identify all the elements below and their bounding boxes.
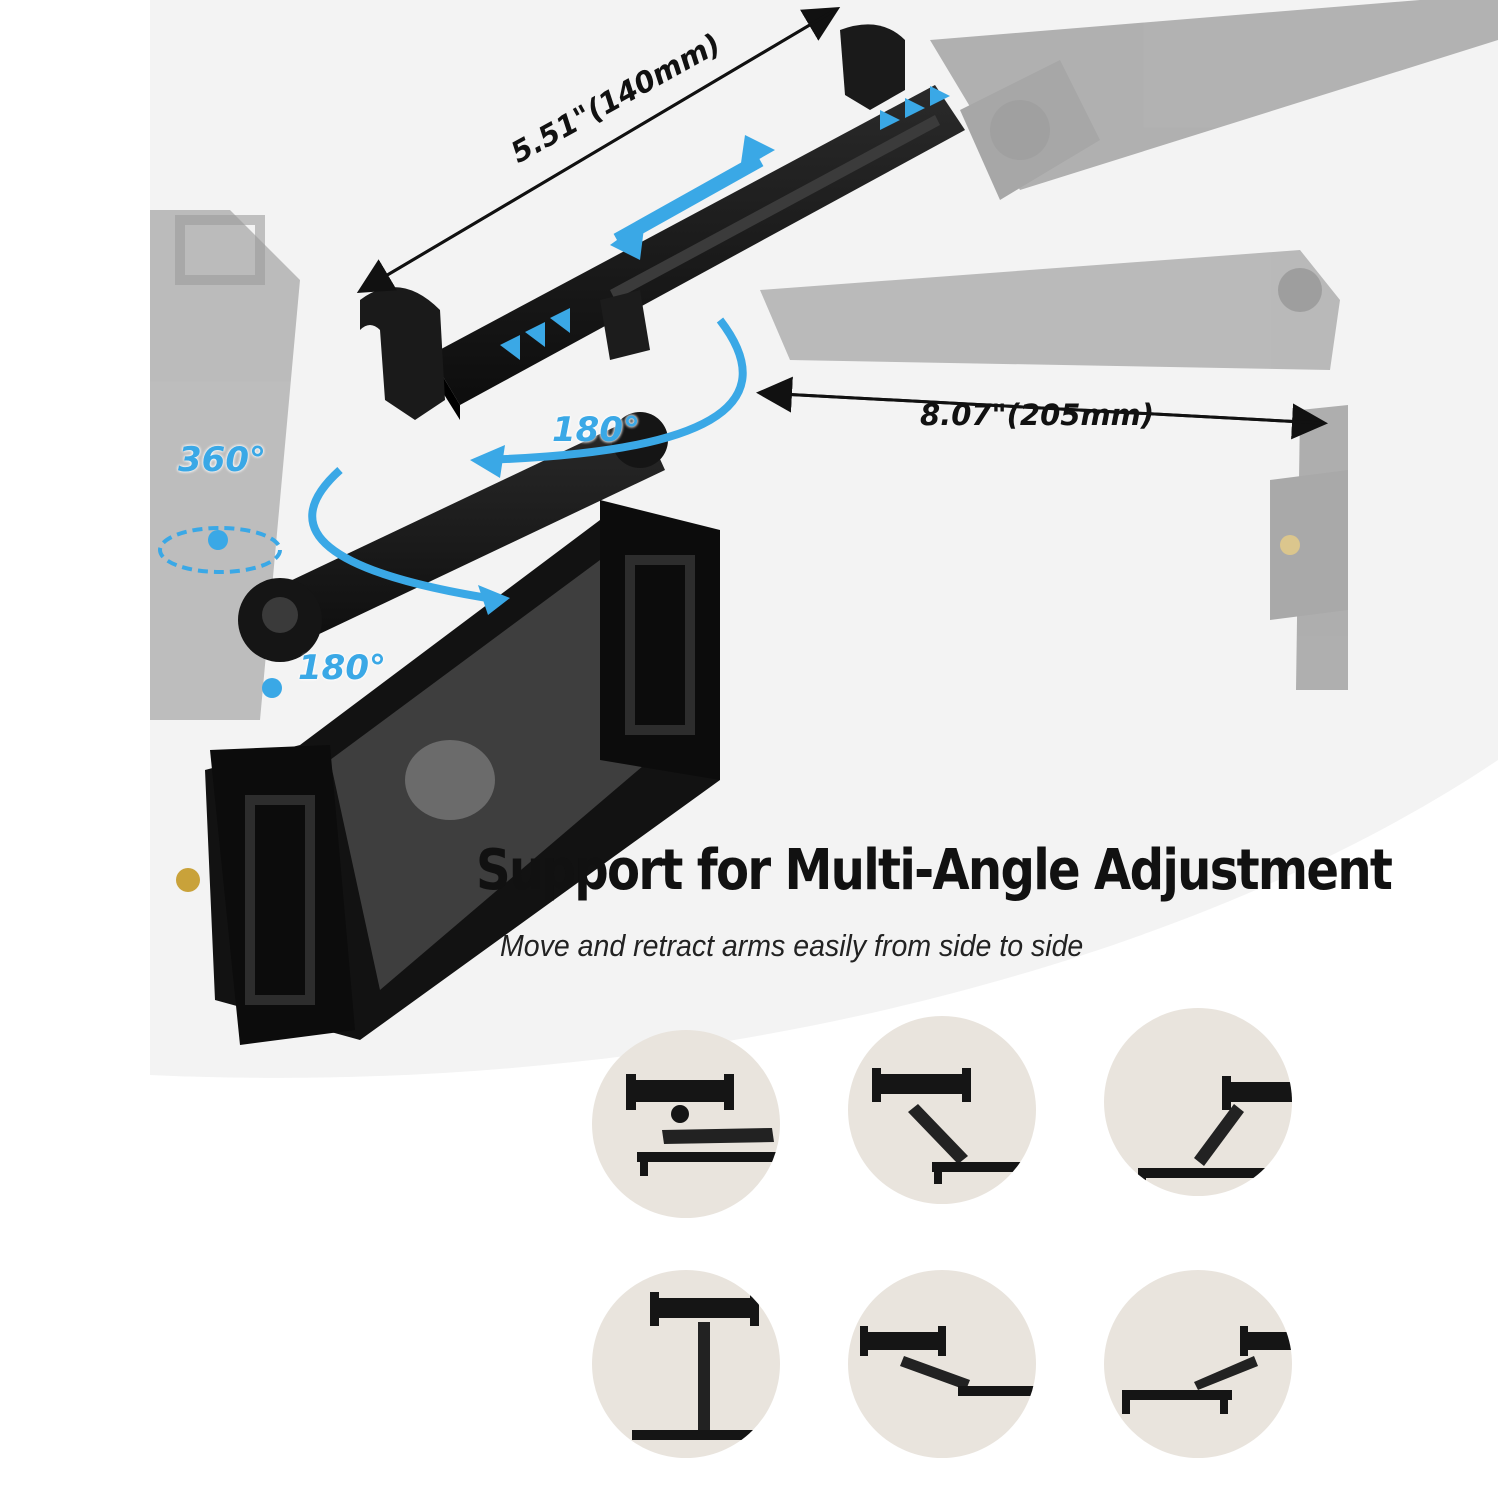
extended-right-position-icon — [1122, 1326, 1292, 1414]
tablet-clamp — [176, 500, 720, 1045]
position-thumbnail-extended-right — [1104, 1270, 1292, 1458]
vertical-position-icon — [632, 1292, 780, 1440]
position-thumbnail-diagonal-right — [1104, 1008, 1292, 1196]
position-thumbnail-vertical — [592, 1270, 780, 1458]
swivel-angle-label: 360° — [178, 440, 266, 480]
ghost-arm — [150, 0, 1498, 720]
bar-rotation-label: 180° — [552, 410, 640, 450]
position-thumbnail-folded — [592, 1030, 780, 1218]
position-thumbnail-extended-left — [848, 1270, 1036, 1458]
motion-arrows — [158, 86, 950, 698]
extension-arm — [238, 412, 668, 662]
folded-position-icon — [626, 1074, 780, 1176]
subheadline: Move and retract arms easily from side t… — [500, 928, 1084, 963]
position-thumbnail-diagonal-left — [848, 1016, 1036, 1204]
extended-left-position-icon — [860, 1326, 1036, 1396]
arm-length-label: 8.07"(205mm) — [920, 398, 1155, 432]
joint-rotation-label: 180° — [298, 648, 386, 688]
diagonal-right-position-icon — [1138, 1076, 1292, 1190]
dimension-lines — [356, 6, 1328, 440]
headline: Support for Multi-Angle Adjustment — [476, 838, 1393, 903]
diagonal-left-position-icon — [872, 1068, 1036, 1184]
